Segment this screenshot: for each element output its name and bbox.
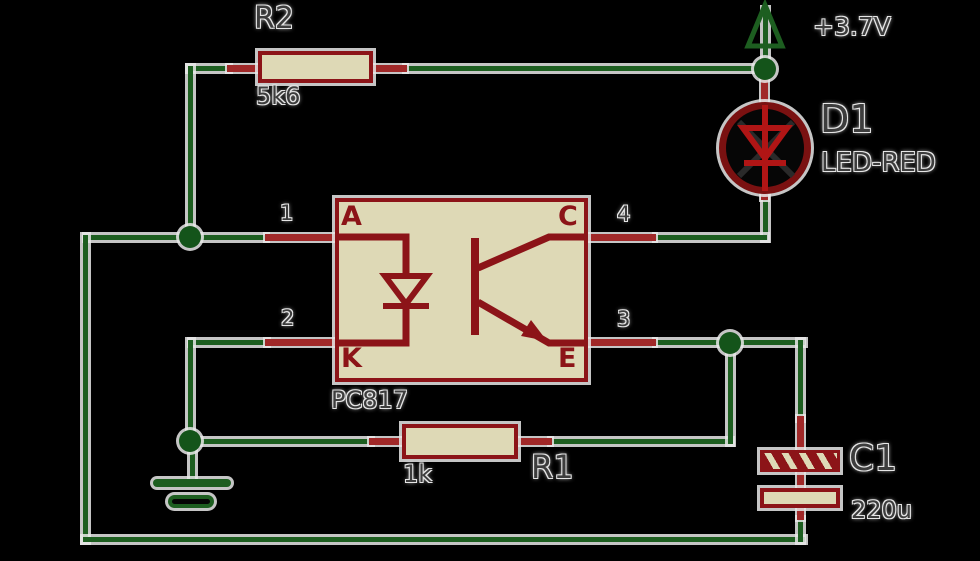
stub-c1-mid (797, 470, 804, 490)
junction-dot-power (754, 58, 776, 80)
stub-d1-top (761, 76, 768, 104)
optocoupler-u1-body (335, 198, 588, 382)
led-d1-refdes: D1 (820, 97, 874, 141)
wire-pin4 (655, 235, 767, 240)
junction-dot-emitter (719, 332, 741, 354)
wire-r2-left (188, 66, 230, 71)
u1-pin-number-2: 2 (281, 306, 295, 330)
led-d1-value: LED-RED (821, 148, 936, 178)
u1-pin-label-emitter: E (558, 343, 577, 374)
wire-outer-left (83, 235, 88, 542)
capacitor-c1-plate-positive (760, 450, 840, 472)
wire-pin3-riser (728, 345, 733, 444)
stub-r1-right (516, 438, 552, 445)
u1-pin-number-1: 1 (280, 201, 294, 225)
u1-part-label: PC817 (331, 386, 409, 414)
wire-node-a (85, 235, 267, 240)
wire-pin2 (190, 340, 268, 345)
stub-r2-left (227, 65, 260, 72)
capacitor-c1-plate-negative (760, 488, 840, 508)
resistor-r2-value: 5k6 (256, 82, 301, 110)
wire-gnd-to-r1 (190, 439, 372, 444)
led-diode-icon (736, 105, 796, 191)
stub-pin2 (265, 339, 335, 346)
ground-icon (153, 479, 231, 487)
wire-gnd-stem (190, 443, 195, 483)
u1-pin-label-anode: A (341, 201, 362, 232)
stub-pin1 (265, 234, 335, 241)
u1-pin-label-collector: C (558, 201, 578, 232)
stub-r2-right (371, 65, 407, 72)
wire-to-c1-top (728, 340, 805, 345)
resistor-r1-value: 1k (403, 460, 433, 488)
capacitor-c1-refdes: C1 (849, 438, 898, 479)
u1-pin-label-cathode: K (341, 343, 362, 374)
stub-c1-top (797, 416, 804, 452)
wire-r1-right (550, 439, 732, 444)
wire-c1-top-riser (798, 340, 803, 420)
resistor-r2-body (258, 51, 373, 83)
wire-pin3 (655, 340, 733, 345)
wire-c1-bottom (798, 518, 803, 542)
optocoupler-symbol-icon (339, 233, 584, 347)
wire-r2-to-power (405, 66, 767, 71)
u1-pin-number-4: 4 (617, 202, 631, 226)
ground-icon-lower-bar (168, 495, 214, 508)
capacitor-c1-value: 220u (851, 496, 913, 524)
stub-pin4 (586, 234, 656, 241)
resistor-r2-refdes: R2 (254, 1, 294, 36)
junction-dot-node-a (179, 226, 201, 248)
u1-pin-number-3: 3 (617, 307, 631, 331)
power-net-label: +3.7V (813, 12, 891, 41)
wire-pin2-to-gnd (188, 340, 193, 446)
power-arrow-icon (744, 0, 786, 49)
resistor-r1-body (402, 424, 518, 459)
wire-left-riser (188, 66, 193, 240)
stub-pin3 (586, 339, 656, 346)
wire-power-stem (763, 8, 768, 74)
wire-outer-bottom (83, 537, 805, 542)
junction-dot-ground (179, 430, 201, 452)
stub-d1-bottom (761, 190, 768, 200)
resistor-r1-refdes: R1 (531, 448, 574, 486)
stub-r1-left (369, 438, 404, 445)
stub-c1-bottom (797, 506, 804, 520)
wire-d1-to-pin4 (763, 196, 768, 240)
